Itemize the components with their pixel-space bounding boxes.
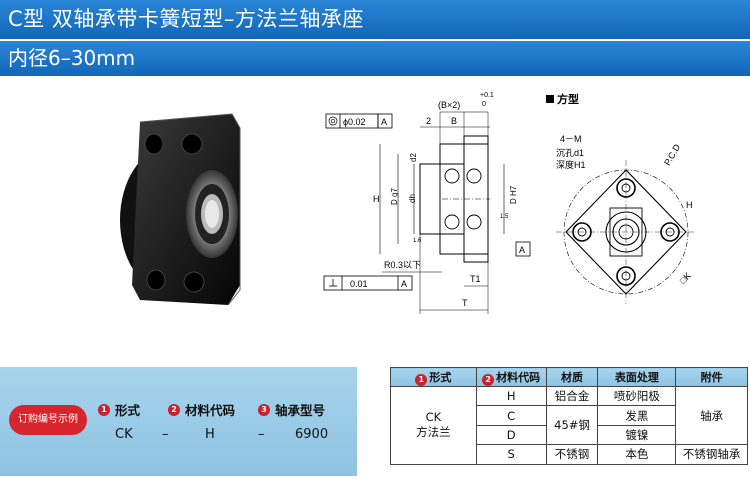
- dim-2-label: 2: [426, 116, 431, 126]
- finish-cell: 本色: [597, 444, 677, 465]
- order-value-material: H: [205, 427, 215, 442]
- pcd-label: P.C.D: [662, 142, 682, 167]
- datum-a-bottom-label: A: [401, 279, 407, 289]
- bx2-label: (B×2): [438, 100, 460, 110]
- header-material: 材质: [545, 367, 599, 387]
- material-cell: 铝合金: [545, 385, 599, 407]
- code-cell: H: [475, 385, 547, 407]
- depth-label: 深度H1: [556, 159, 586, 170]
- m-label: 4－M: [560, 134, 582, 144]
- material-cell: 不锈钢: [545, 444, 599, 465]
- dim-dh7-label: D H7: [509, 185, 518, 204]
- circle-number-3-icon: 3: [258, 403, 270, 416]
- order-sep: –: [162, 427, 169, 442]
- page-subtitle: 内径6–30mm: [0, 41, 750, 76]
- dim-d2-label: d2: [409, 153, 418, 162]
- dim-dh-label: dh: [408, 194, 417, 203]
- finish-cell: 镀镍: [597, 424, 677, 446]
- order-example-badge: 订购编号示例: [9, 405, 87, 435]
- technical-drawing: ϕ0.02 A (B×2) +0.1 0 2 B H D g7 dh d2 D …: [323, 92, 696, 314]
- perp-tol-label: 0.01: [350, 279, 368, 289]
- dim-ck-label: □K: [678, 270, 693, 285]
- dim-b-label: B: [451, 116, 457, 126]
- order-col-bearing: 3 轴承型号: [258, 400, 325, 419]
- order-col-material: 2 材料代码: [168, 400, 235, 419]
- counterbore-label: 沉孔d1: [556, 148, 584, 158]
- finish-cell: 发黑: [597, 405, 677, 426]
- dim-15-label: 1.5: [500, 214, 509, 220]
- r03-label: R0.3以下: [384, 260, 421, 270]
- circle-number-1-icon: 1: [98, 403, 110, 416]
- dim-t-label: T: [462, 298, 468, 308]
- order-col-form: 1 形式: [98, 400, 140, 419]
- table-row: S 不锈钢 本色 不锈钢轴承: [391, 444, 748, 465]
- order-sep: –: [258, 427, 265, 442]
- tolerance-frame-label: ϕ0.02: [343, 117, 366, 127]
- code-cell: C: [475, 405, 547, 426]
- circle-number-2-icon: 2: [482, 373, 495, 386]
- order-example-panel: 订购编号示例 1 形式 2 材料代码 3 轴承型号 CK – H – 6900: [0, 367, 357, 476]
- product-photo: [120, 113, 241, 306]
- dim-dg7-label: D g7: [390, 188, 399, 205]
- material-cell: 45#钢: [545, 405, 599, 446]
- square-type-label: 方型: [557, 92, 579, 106]
- page-title: C型 双轴承带卡簧短型–方法兰轴承座: [0, 0, 750, 39]
- dim-t1-label: T1: [470, 274, 481, 284]
- datum-a-label: A: [381, 117, 387, 127]
- order-col-label: 形式: [115, 403, 141, 418]
- header-finish: 表面处理: [597, 367, 677, 387]
- order-value-bearing: 6900: [295, 427, 329, 442]
- dim-h-right-label: H: [686, 200, 693, 210]
- dim-16-label: 1.6: [413, 238, 422, 244]
- circle-number-2-icon: 2: [168, 403, 180, 416]
- datum-a-right-label: A: [519, 245, 525, 255]
- dim-h-label: H: [373, 194, 380, 204]
- tol-plus-label: +0.1: [480, 92, 494, 99]
- attachment-cell: 不锈钢轴承: [675, 444, 748, 465]
- code-cell: D: [475, 424, 547, 446]
- order-value-form: CK: [115, 427, 133, 442]
- finish-cell: 喷砂阳极: [597, 385, 677, 407]
- order-col-label: 材料代码: [185, 403, 236, 418]
- code-cell: S: [475, 444, 547, 465]
- attachment-cell: 轴承: [675, 385, 748, 446]
- order-col-label: 轴承型号: [275, 403, 326, 418]
- header-attachment: 附件: [675, 367, 748, 387]
- circle-number-1-icon: 1: [415, 373, 428, 386]
- tol-zero-label: 0: [482, 101, 486, 108]
- table-row: D 镀镍: [391, 424, 748, 446]
